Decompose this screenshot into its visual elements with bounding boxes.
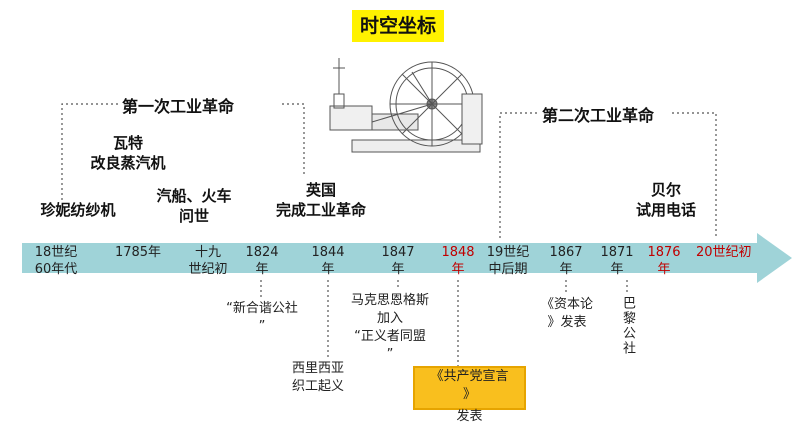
time-1871: 1871 年	[599, 244, 635, 278]
annotation-line: 织工起义	[291, 379, 344, 394]
time-1785: 1785年	[110, 244, 166, 261]
event-jenny-text: 珍妮纺纱机	[40, 201, 116, 219]
annotation-line: 》	[462, 387, 476, 402]
annotation-line: ”	[386, 347, 394, 362]
time-1867: 1867 年	[548, 244, 584, 278]
second-revolution-label: 第二次工业革命	[542, 106, 655, 125]
annotation-line: ”	[258, 319, 266, 334]
event-uk-complete: 英国 完成工业革命	[266, 180, 376, 220]
time-label: 60年代	[34, 262, 78, 277]
title-background	[352, 10, 444, 42]
time-label: 19世纪	[486, 245, 530, 260]
time-label: 年	[255, 262, 269, 277]
time-label: 1871	[600, 245, 634, 260]
time-label: 年	[391, 262, 405, 277]
time-19c-early: 十九 世纪初	[180, 244, 236, 278]
event-bell: 贝尔 试用电话	[616, 180, 716, 220]
time-label: 1785年	[114, 245, 162, 260]
annotation-line: 西里西亚	[291, 361, 344, 376]
time-label: 1824	[245, 245, 279, 260]
time-1824: 1824 年	[244, 244, 280, 278]
annotation-line: “新合谐公社	[226, 301, 298, 316]
annotation-capital: 《资本论 》发表	[532, 296, 602, 332]
timeline-arrow	[22, 233, 792, 283]
annotation-line: 》发表	[547, 315, 587, 330]
time-label: 1876	[647, 245, 681, 260]
event-jenny: 珍妮纺纱机	[28, 200, 128, 220]
time-label: 1848	[441, 245, 475, 260]
time-1844: 1844 年	[310, 244, 346, 278]
page-title: 时空坐标	[359, 15, 436, 37]
annotation-manifesto: 《共产党宣言 》	[413, 368, 526, 404]
time-label: 年	[657, 262, 671, 277]
steam-engine-illustration	[329, 58, 483, 153]
event-watt-name: 瓦特	[112, 134, 143, 152]
time-label: 1867	[549, 245, 583, 260]
event-bell-name: 贝尔	[650, 181, 681, 199]
first-revolution-label: 第一次工业革命	[122, 97, 235, 116]
first-revolution-bracket-right	[282, 103, 305, 174]
event-bell-desc: 试用电话	[635, 201, 696, 219]
annotation-manifesto-published: 发表	[456, 409, 483, 424]
time-label: 年	[321, 262, 335, 277]
time-label: 年	[559, 262, 573, 277]
event-steamship: 汽船、火车 问世	[144, 186, 244, 226]
time-20c-early: 20世纪初	[696, 244, 768, 261]
time-18c-60s: 18世纪 60年代	[28, 244, 84, 278]
event-steamship-name: 汽船、火车	[156, 187, 232, 205]
annotation-line: 马克思恩格斯	[350, 293, 429, 308]
annotation-line: 《资本论	[540, 297, 593, 312]
annotation-silesian-weavers: 西里西亚 织工起义	[280, 360, 356, 396]
event-steamship-desc: 问世	[178, 207, 209, 225]
time-label: 中后期	[488, 262, 528, 277]
time-1848: 1848 年	[440, 244, 476, 278]
annotation-line: 《共产党宣言	[430, 369, 509, 384]
manifesto-highlight-box	[413, 366, 526, 410]
time-label: 18世纪	[34, 245, 78, 260]
time-label: 20世纪初	[696, 245, 752, 260]
annotation-line: “正义者同盟	[354, 329, 426, 344]
event-uk-desc: 完成工业革命	[275, 201, 366, 219]
event-uk-name: 英国	[305, 181, 336, 199]
time-label: 年	[451, 262, 465, 277]
time-1847: 1847 年	[380, 244, 416, 278]
time-label: 世纪初	[188, 262, 228, 277]
event-watt-desc: 改良蒸汽机	[90, 154, 166, 172]
time-19c-mid-late: 19世纪 中后期	[480, 244, 536, 278]
time-label: 十九	[194, 245, 221, 260]
time-label: 年	[610, 262, 624, 277]
annotation-paris-commune: 巴黎公社	[620, 296, 635, 356]
second-revolution-bracket-left	[499, 112, 538, 238]
time-1876: 1876 年	[646, 244, 682, 278]
first-revolution-bracket-left	[61, 103, 118, 200]
annotation-line: 加入	[376, 311, 403, 326]
time-label: 1844	[311, 245, 345, 260]
annotation-new-harmony: “新合谐公社 ”	[210, 300, 314, 336]
annotation-marx-engels: 马克思恩格斯 加入 “正义者同盟 ”	[340, 292, 440, 364]
time-label: 1847	[381, 245, 415, 260]
event-watt: 瓦特 改良蒸汽机	[78, 133, 178, 173]
